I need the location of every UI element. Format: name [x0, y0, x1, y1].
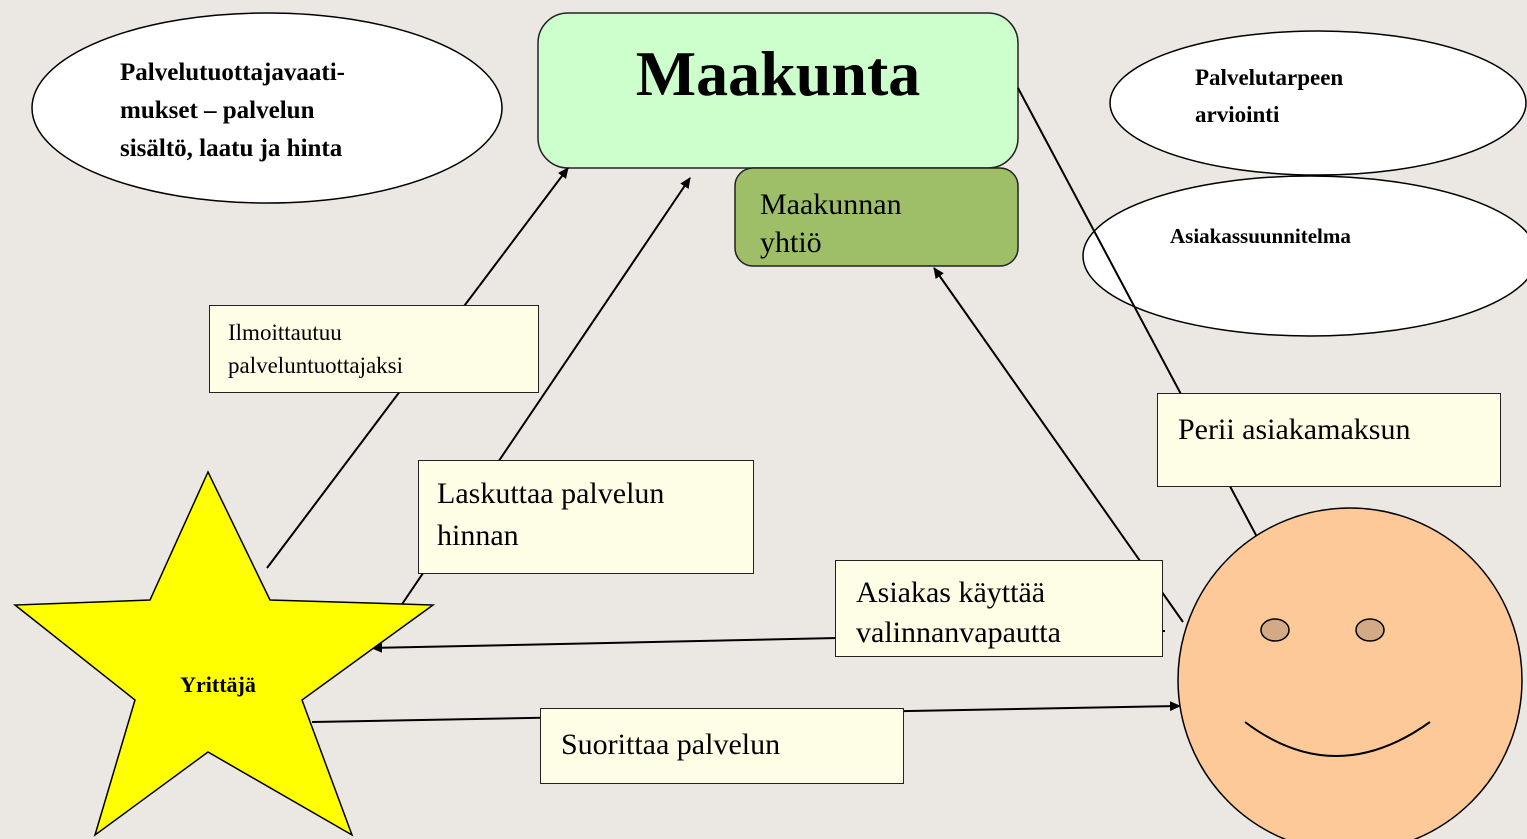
company-label: Maakunnan yhtiö — [760, 188, 902, 259]
requirements-ellipse — [31, 12, 503, 204]
right-eye-icon — [1355, 618, 1385, 642]
invoices-label-line1: Laskuttaa palvelun — [437, 477, 665, 510]
registers-label-line2: palveluntuottajaksi — [228, 353, 404, 378]
client-plan-text: Asiakassuunnitelma — [1170, 224, 1351, 248]
invoices-label-box: Laskuttaa palvelun hinnan — [418, 460, 754, 574]
performs-service-label-box: Suorittaa palvelun — [540, 708, 904, 784]
needs-assessment-ellipse — [1109, 30, 1527, 176]
registers-label-box: Ilmoittautuu palveluntuottajaksi — [209, 305, 539, 393]
invoices-label-line2: hinnan — [437, 519, 519, 552]
left-eye-icon — [1260, 618, 1290, 642]
registers-label-line1: Ilmoittautuu — [228, 320, 342, 345]
requirements-text: Palvelutuottajavaati- mukset – palvelun … — [120, 59, 351, 162]
yrittaja-label: Yrittäjä — [180, 672, 256, 697]
maakunta-title: Maakunta — [636, 38, 921, 109]
freedom-of-choice-label-box: Asiakas käyttää valinnanvapautta — [835, 560, 1163, 657]
collects-fee-label-box: Perii asiakamaksun — [1157, 393, 1501, 487]
client-plan-ellipse — [1082, 175, 1527, 337]
freedom-of-choice-label-line1: Asiakas käyttää — [856, 576, 1046, 609]
needs-assessment-text: Palvelutarpeen arviointi — [1195, 65, 1349, 127]
star-icon — [12, 470, 436, 837]
company-box — [734, 167, 1019, 267]
smile-icon — [1244, 721, 1431, 757]
smiley-face-icon — [1177, 507, 1523, 839]
freedom-of-choice-label-line2: valinnanvapautta — [856, 616, 1061, 649]
